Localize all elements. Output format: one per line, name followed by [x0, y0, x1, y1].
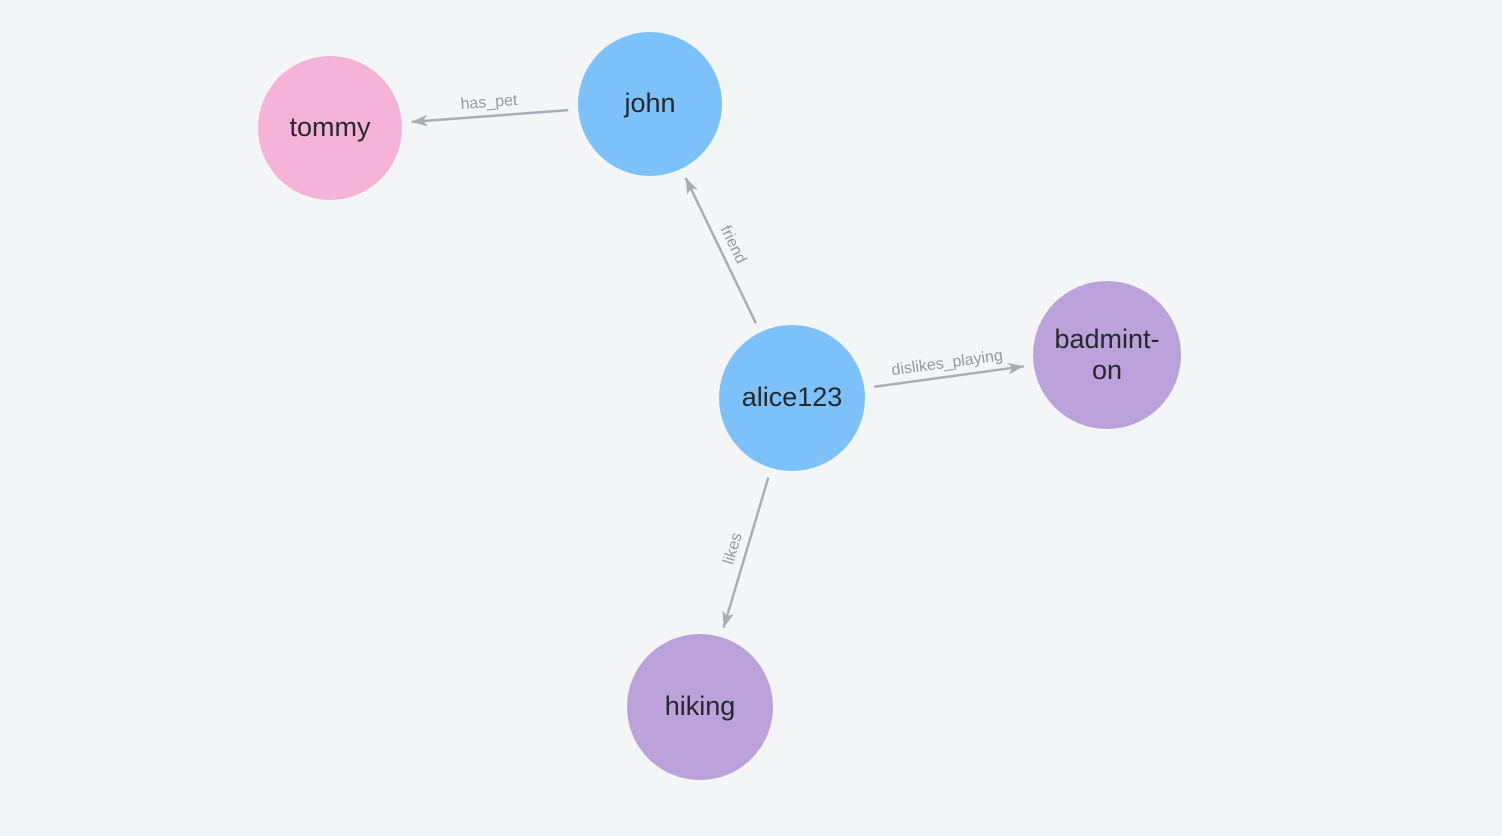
node-label: john — [624, 88, 676, 119]
node-alice123[interactable]: alice123 — [719, 325, 865, 471]
edge-label-has_pet[interactable]: has_pet — [460, 92, 519, 113]
edge-has_pet-line[interactable] — [411, 108, 569, 127]
edge-likes-line[interactable] — [722, 477, 770, 628]
edge-friend-line[interactable] — [684, 177, 758, 324]
node-tommy[interactable]: tommy — [258, 56, 402, 200]
edge-dislikes_playing-line[interactable] — [874, 362, 1024, 389]
node-label: tommy — [289, 112, 371, 143]
node-label: badmint- on — [1054, 323, 1160, 385]
edge-label-likes[interactable]: likes — [720, 531, 745, 567]
node-hiking[interactable]: hiking — [627, 634, 773, 780]
node-badminton[interactable]: badmint- on — [1033, 281, 1181, 429]
node-label: hiking — [664, 691, 736, 722]
edge-label-dislikes_playing[interactable]: dislikes_playing — [891, 347, 1004, 379]
node-label: alice123 — [741, 382, 843, 413]
edge-label-friend[interactable]: friend — [717, 223, 750, 266]
node-john[interactable]: john — [578, 32, 722, 176]
